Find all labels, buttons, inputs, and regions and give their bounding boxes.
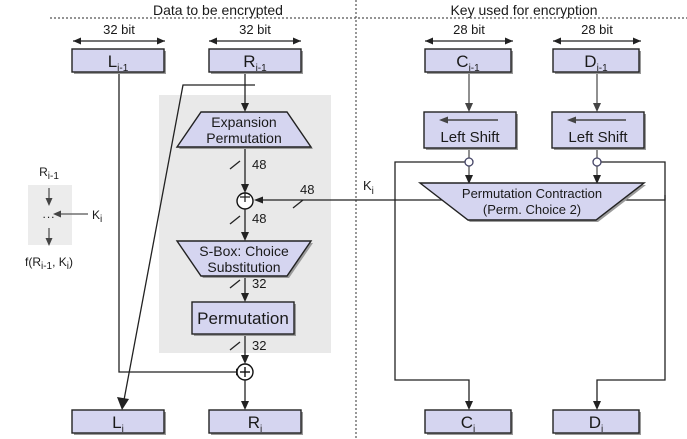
node-l-next[interactable]: Li: [71, 409, 166, 435]
node-d-next[interactable]: Di: [552, 409, 641, 435]
section-title-data: Data to be encrypted: [153, 2, 283, 18]
bus-tick-sbox-out: [229, 279, 241, 289]
node-r-prev-label: Ri-1: [243, 52, 267, 74]
legend-input-label: Ri-1: [39, 165, 59, 182]
block-permutation[interactable]: Permutation: [191, 301, 296, 336]
wire-c-bypass-to-cnext: [394, 161, 470, 402]
node-r-prev[interactable]: Ri-1: [208, 48, 303, 74]
block-left-shift-c[interactable]: Left Shift: [423, 111, 518, 150]
node-c-next[interactable]: Ci: [424, 409, 513, 435]
arrowhead-sbox-in: [241, 232, 249, 241]
bus-label-key-in: 48: [300, 182, 314, 197]
left-arrow-icon-c: [439, 116, 498, 124]
arrowhead-xor-in-top: [241, 184, 249, 193]
block-pc2-line1: Permutation Contraction: [462, 186, 602, 201]
arrowhead-rnext-in: [241, 401, 249, 410]
arrowhead-dnext-in: [593, 401, 601, 410]
arrowhead-leftshift-d-in: [593, 103, 601, 112]
arrowhead-xor-in-key: [254, 196, 263, 204]
junction-dot-c: [464, 157, 474, 167]
legend-arrowhead-in: [45, 198, 53, 206]
bus-tick-expansion-out: [229, 160, 241, 170]
bus-label-xor-out: 48: [252, 211, 266, 226]
bit-arrow-c-half: [425, 37, 513, 45]
node-d-prev-label: Di-1: [584, 52, 608, 74]
bit-width-indicators: 32 bit 32 bit 28 bit 28 bit: [73, 22, 641, 45]
arrowhead-expansion-in: [241, 103, 249, 112]
arrowhead-rprev-lnext: [117, 397, 129, 410]
wire-lprev-to-xor: [118, 74, 237, 373]
node-r-next-label: Ri: [248, 413, 263, 435]
bus-label-expansion-out: 48: [252, 157, 266, 172]
node-c-next-label: Ci: [461, 413, 476, 435]
node-l-prev[interactable]: Li-1: [71, 48, 166, 74]
wire-rprev-to-lnext: [123, 84, 255, 401]
bit-label-right-half: 32 bit: [239, 22, 271, 37]
bit-arrow-d-half: [553, 37, 641, 45]
legend-round-function: Ri-1 ... Ki f(Ri-1, Ki): [25, 165, 102, 272]
arrowhead-leftshift-c-in: [465, 103, 473, 112]
block-left-shift-d[interactable]: Left Shift: [551, 111, 646, 150]
block-permutation-label: Permutation: [197, 309, 289, 328]
bit-label-left-half: 32 bit: [103, 22, 135, 37]
bit-label-d-half: 28 bit: [581, 22, 613, 37]
node-d-prev[interactable]: Di-1: [552, 48, 641, 74]
arrowhead-permutation-in: [241, 293, 249, 302]
junction-dot-d: [592, 157, 602, 167]
block-left-shift-d-label: Left Shift: [568, 129, 628, 146]
block-sbox-line1: S-Box: Choice: [199, 243, 289, 259]
block-sbox[interactable]: S-Box: Choice Substitution: [175, 240, 313, 278]
node-l-prev-label: Li-1: [108, 52, 129, 74]
wire-d-bypass-to-dnext: [596, 161, 666, 402]
block-pc2-line2: (Perm. Choice 2): [483, 202, 581, 217]
bit-arrow-left-half: [73, 37, 165, 45]
block-left-shift-c-label: Left Shift: [440, 129, 500, 146]
arrowhead-lower-xor-in: [241, 355, 249, 364]
bus-tick-perm-out: [229, 341, 241, 351]
legend-key-label: Ki: [92, 208, 102, 225]
bus-tick-key-in: [292, 199, 304, 209]
legend-function-box: [28, 185, 72, 245]
block-expansion-line2: Permutation: [206, 130, 281, 146]
legend-ellipsis: ...: [42, 207, 55, 221]
node-c-prev-label: Ci-1: [456, 52, 480, 74]
node-r-next[interactable]: Ri: [208, 409, 303, 435]
block-permutation-contraction[interactable]: Permutation Contraction (Perm. Choice 2): [417, 182, 647, 222]
bus-label-perm-out: 32: [252, 338, 266, 353]
arrowhead-pc2-in-d: [593, 175, 601, 184]
arrowhead-pc2-in-c: [465, 175, 473, 184]
bus-tick-xor-out: [229, 215, 241, 225]
bit-label-c-half: 28 bit: [453, 22, 485, 37]
block-expansion-line1: Expansion: [211, 114, 276, 130]
node-l-next-label: Li: [112, 413, 124, 435]
key-subkey-label: Ki: [363, 178, 374, 197]
left-arrow-icon-d: [567, 116, 626, 124]
bus-label-sbox-out: 32: [252, 276, 266, 291]
legend-arrowhead-key: [53, 210, 61, 218]
block-sbox-line2: Substitution: [207, 259, 280, 275]
arrowhead-cnext-in: [465, 401, 473, 410]
node-d-next-label: Di: [589, 413, 604, 435]
legend-arrowhead-out: [45, 238, 53, 246]
legend-output-label: f(Ri-1, Ki): [25, 255, 73, 272]
node-c-prev[interactable]: Ci-1: [424, 48, 513, 74]
section-title-key: Key used for encryption: [450, 2, 597, 18]
block-expansion-permutation[interactable]: Expansion Permutation: [175, 111, 313, 149]
bit-arrow-right-half: [209, 37, 301, 45]
